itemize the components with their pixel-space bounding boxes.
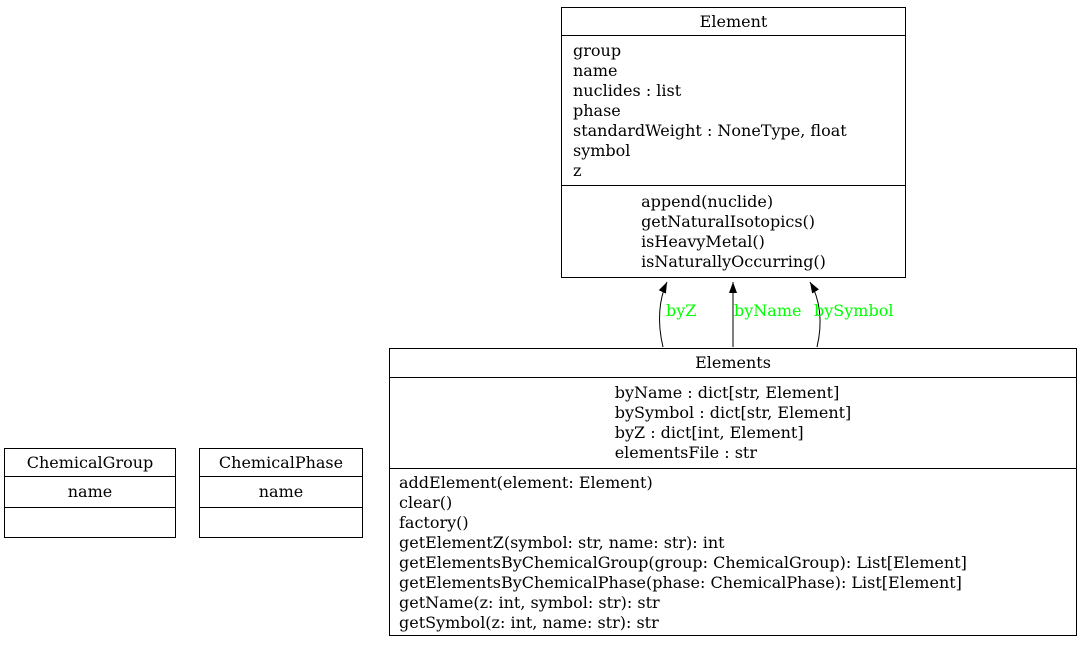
edge-label-byz: byZ xyxy=(666,301,697,320)
class-title-chemicalphase: ChemicalPhase xyxy=(200,449,362,477)
row: name xyxy=(258,482,304,501)
edge-label-bysymbol: bySymbol xyxy=(814,301,894,320)
edge-label-byname: byName xyxy=(734,301,802,320)
row: getElementZ(symbol: str, name: str): int xyxy=(399,533,725,552)
element-methods-section: append(nuclide)getNaturalIsotopics()isHe… xyxy=(562,186,905,277)
row: standardWeight : NoneType, float xyxy=(573,121,847,140)
row: elementsFile : str xyxy=(614,443,757,462)
element-methods-block: append(nuclide)getNaturalIsotopics()isHe… xyxy=(641,192,826,272)
elements-methods-section: addElement(element: Element)clear()facto… xyxy=(390,469,1076,636)
row: getElementsByChemicalPhase(phase: Chemic… xyxy=(399,573,962,592)
row: getName(z: int, symbol: str): str xyxy=(399,593,660,612)
row: factory() xyxy=(399,513,469,532)
row: getNaturalIsotopics() xyxy=(641,212,816,231)
row: getElementsByChemicalGroup(group: Chemic… xyxy=(399,553,967,572)
row: addElement(element: Element) xyxy=(399,473,653,492)
class-box-chemicalgroup: ChemicalGroup name xyxy=(4,448,176,538)
row: bySymbol : dict[str, Element] xyxy=(614,403,852,422)
elements-attributes-block: byName : dict[str, Element]bySymbol : di… xyxy=(615,383,852,463)
row: byZ : dict[int, Element] xyxy=(614,423,804,442)
chemicalphase-methods-section xyxy=(200,508,362,537)
row: group xyxy=(573,41,622,60)
class-title-chemicalgroup: ChemicalGroup xyxy=(5,449,175,477)
class-title-element: Element xyxy=(562,8,905,36)
row: symbol xyxy=(573,141,631,160)
chemicalgroup-attributes-section: name xyxy=(5,477,175,508)
row: getSymbol(z: int, name: str): str xyxy=(399,613,659,632)
chemicalphase-attributes-section: name xyxy=(200,477,362,508)
row: byName : dict[str, Element] xyxy=(614,383,840,402)
row: name xyxy=(573,61,618,80)
row: isNaturallyOccurring() xyxy=(641,252,826,271)
row: z xyxy=(573,161,582,180)
class-title-elements: Elements xyxy=(390,349,1076,378)
row: nuclides : list xyxy=(573,81,682,100)
row: clear() xyxy=(399,493,453,512)
chemicalgroup-methods-section xyxy=(5,508,175,537)
row: append(nuclide) xyxy=(641,192,774,211)
class-box-chemicalphase: ChemicalPhase name xyxy=(199,448,363,538)
row: isHeavyMetal() xyxy=(641,232,765,251)
elements-attributes-section: byName : dict[str, Element]bySymbol : di… xyxy=(390,378,1076,469)
class-box-elements: Elements byName : dict[str, Element]bySy… xyxy=(389,348,1077,636)
row: phase xyxy=(573,101,621,120)
row: name xyxy=(67,482,113,501)
